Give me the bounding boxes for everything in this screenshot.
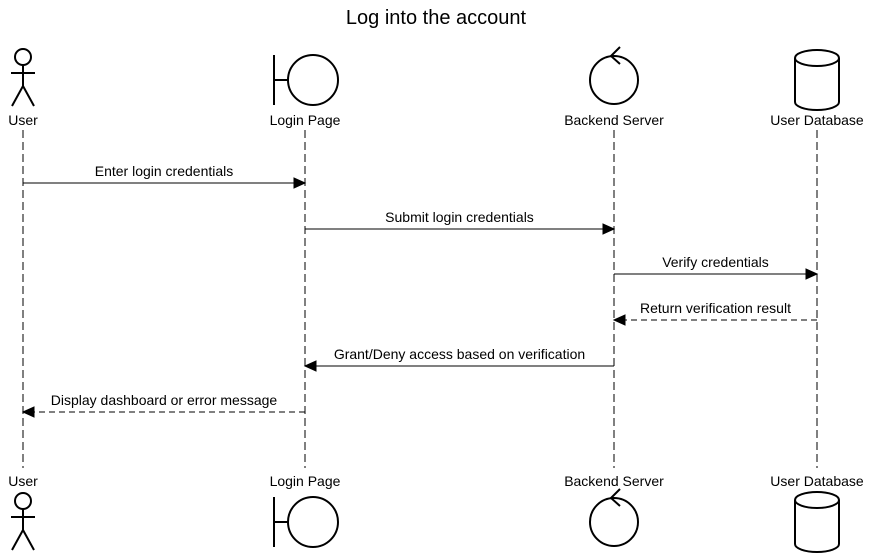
- participant-user-database-top: User Database: [770, 49, 864, 128]
- boundary-icon: [273, 496, 339, 548]
- actor-left-leg: [11, 529, 24, 551]
- participant-user-top: User: [8, 48, 38, 128]
- participant-login-page-top: Login Page: [270, 54, 341, 128]
- participant-label: User Database: [770, 473, 864, 489]
- arrowhead-icon: [612, 314, 626, 326]
- control-arrow: [609, 46, 621, 65]
- arrowhead-icon: [293, 177, 307, 189]
- message-label: Verify credentials: [662, 254, 769, 270]
- control-arrow: [609, 488, 621, 507]
- participant-label: User Database: [770, 112, 864, 128]
- actor-head: [14, 492, 32, 510]
- boundary-circle: [287, 496, 339, 548]
- message-4: Return verification result: [612, 300, 817, 326]
- database-body: [794, 58, 840, 111]
- lifelines: [22, 130, 818, 468]
- boundary-icon: [273, 54, 339, 106]
- message-label: Enter login credentials: [95, 163, 234, 179]
- actor-icon: [11, 48, 35, 107]
- participant-user-bottom: User: [8, 473, 38, 551]
- participant-label: User: [8, 473, 38, 489]
- participant-label: Login Page: [270, 473, 341, 489]
- actor-icon: [11, 492, 35, 551]
- message-2: Submit login credentials: [305, 209, 616, 235]
- message-6: Display dashboard or error message: [21, 392, 305, 418]
- database-body: [794, 500, 840, 553]
- participant-backend-server-top: Backend Server: [564, 46, 664, 128]
- diagram-title: Log into the account: [346, 7, 527, 29]
- boundary-circle: [287, 54, 339, 106]
- participant-label: Backend Server: [564, 473, 664, 489]
- database-icon: [794, 491, 840, 553]
- message-label: Submit login credentials: [385, 209, 534, 225]
- arrowhead-icon: [21, 406, 35, 418]
- arrowhead-icon: [805, 268, 819, 280]
- actor-left-leg: [11, 85, 24, 107]
- message-label: Display dashboard or error message: [51, 392, 278, 408]
- control-circle: [589, 55, 639, 105]
- arrowhead-icon: [602, 223, 616, 235]
- actor-right-leg: [22, 529, 35, 551]
- message-label: Grant/Deny access based on verification: [334, 346, 585, 362]
- participant-label: Backend Server: [564, 112, 664, 128]
- database-icon: [794, 49, 840, 111]
- participant-backend-server-bottom: Backend Server: [564, 473, 664, 547]
- arrowhead-icon: [303, 360, 317, 372]
- message-label: Return verification result: [640, 300, 791, 316]
- participant-label: Login Page: [270, 112, 341, 128]
- database-top: [794, 491, 840, 509]
- message-1: Enter login credentials: [23, 163, 307, 189]
- control-icon: [589, 46, 639, 105]
- participant-user-database-bottom: User Database: [770, 473, 864, 553]
- message-3: Verify credentials: [614, 254, 819, 280]
- actor-head: [14, 48, 32, 66]
- participant-login-page-bottom: Login Page: [270, 473, 341, 548]
- database-top: [794, 49, 840, 67]
- message-5: Grant/Deny access based on verification: [303, 346, 614, 372]
- control-icon: [589, 488, 639, 547]
- actor-right-leg: [22, 85, 35, 107]
- control-circle: [589, 497, 639, 547]
- participant-label: User: [8, 112, 38, 128]
